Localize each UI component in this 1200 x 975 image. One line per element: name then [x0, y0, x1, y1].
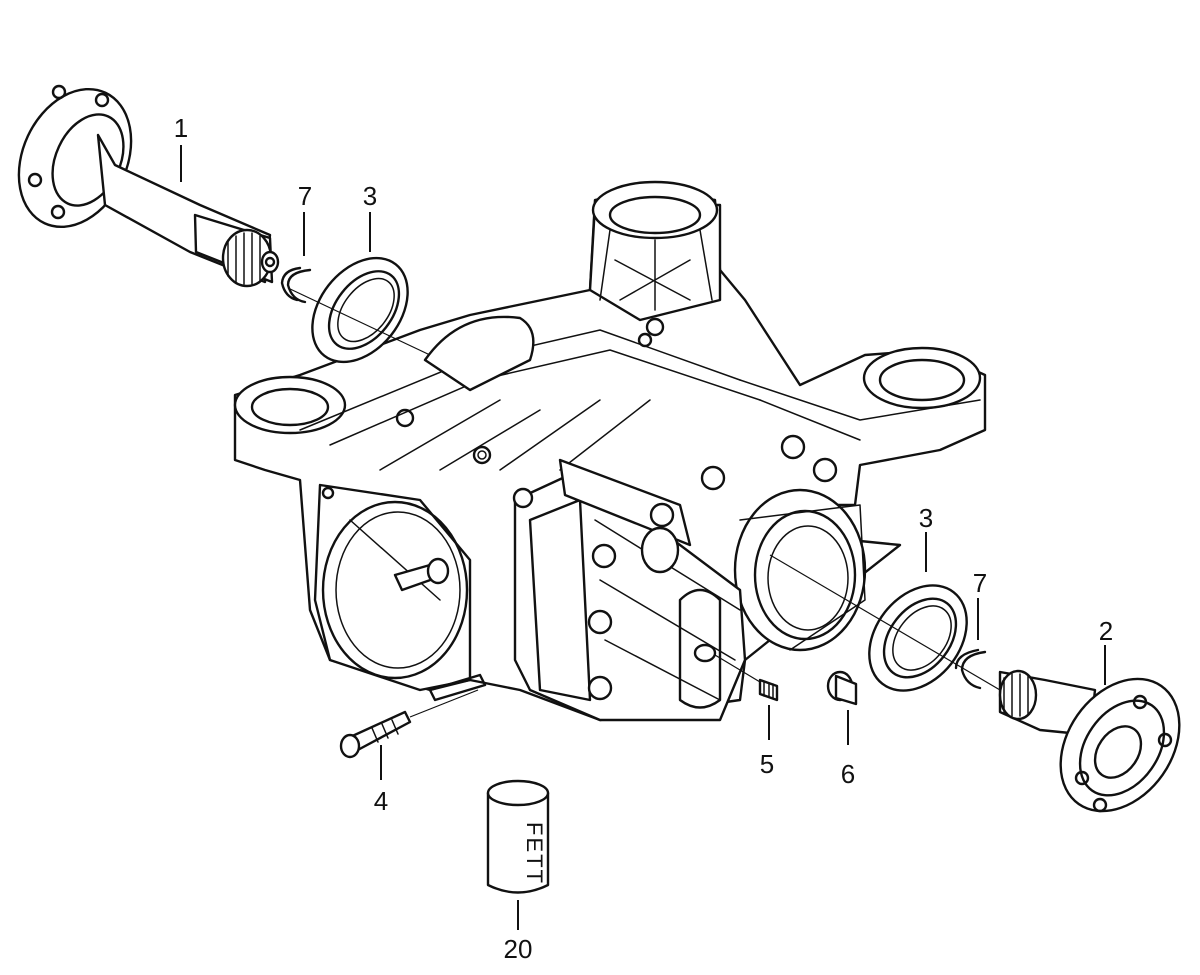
callout-1: 1 [174, 113, 188, 143]
part-3-left-seal [287, 256, 431, 364]
part-3-right-seal [769, 554, 1001, 692]
cover-bolts [512, 434, 838, 701]
grease-can-label: FETT [522, 822, 547, 885]
callout-numbers: 1 7 3 4 5 6 3 7 2 20 [174, 113, 1113, 964]
part-7-right-circlip [954, 648, 987, 690]
part-20-grease-can: FETT [486, 779, 550, 894]
differential-housing [233, 180, 987, 722]
callout-4: 4 [374, 786, 388, 816]
leader-lines [180, 145, 1106, 930]
part-4-bolt [339, 689, 479, 759]
callout-7-right: 7 [973, 568, 987, 598]
part-5-plug [714, 654, 779, 702]
callout-7-left: 7 [298, 181, 312, 211]
part-6-drain-plug [826, 670, 858, 706]
callout-20: 20 [504, 934, 533, 964]
part-7-left-circlip [280, 266, 312, 304]
part-1-left-flange-shaft [17, 84, 280, 288]
part-2-right-flange-shaft [998, 669, 1181, 813]
callout-6: 6 [841, 759, 855, 789]
callout-3-left: 3 [363, 181, 377, 211]
callout-2: 2 [1099, 616, 1113, 646]
callout-5: 5 [760, 749, 774, 779]
callout-3-right: 3 [919, 503, 933, 533]
